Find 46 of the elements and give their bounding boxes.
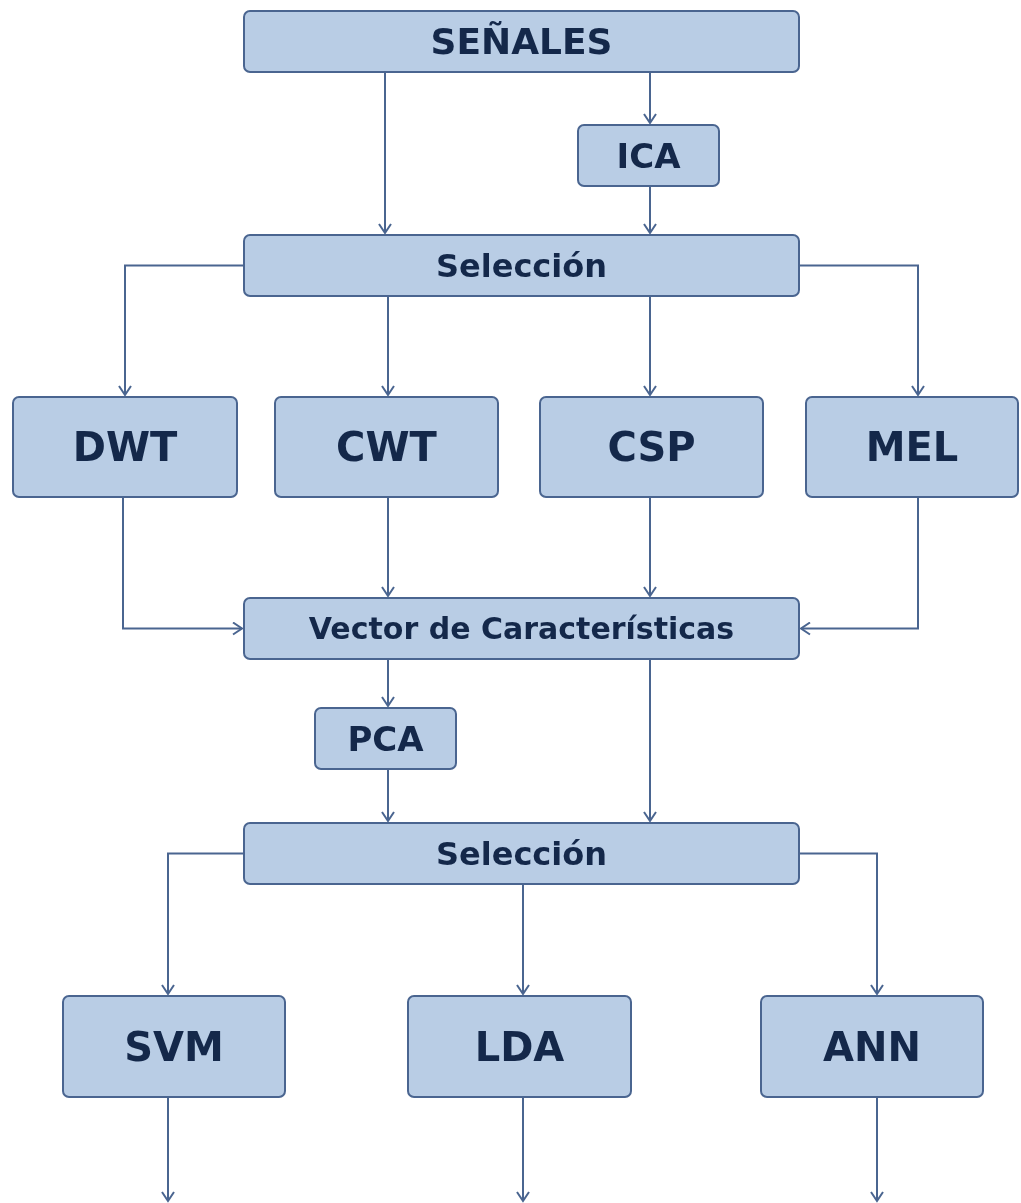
box-label: SEÑALES bbox=[430, 21, 613, 62]
process-box bbox=[243, 10, 800, 73]
arrow bbox=[122, 497, 243, 636]
arrow bbox=[516, 884, 530, 995]
box-label: LDA bbox=[474, 1023, 565, 1070]
arrow bbox=[799, 264, 925, 396]
arrow bbox=[118, 264, 244, 396]
box-label: MEL bbox=[865, 424, 959, 470]
process-box bbox=[407, 995, 632, 1098]
box-label: Selección bbox=[435, 246, 608, 285]
process-box bbox=[274, 396, 499, 498]
process-box bbox=[243, 234, 800, 297]
box-label: ICA bbox=[616, 135, 681, 176]
box-label: CWT bbox=[336, 424, 437, 470]
box-label: SVM bbox=[124, 1023, 224, 1070]
arrow bbox=[870, 1097, 884, 1202]
process-box bbox=[314, 707, 457, 770]
box-label: PCA bbox=[347, 718, 424, 759]
arrow bbox=[381, 659, 395, 707]
process-box bbox=[62, 995, 286, 1098]
arrow bbox=[378, 72, 392, 234]
process-box bbox=[243, 597, 800, 660]
box-label: Selección bbox=[435, 834, 608, 873]
process-box bbox=[243, 822, 800, 885]
box-label: CSP bbox=[607, 424, 696, 470]
process-box bbox=[760, 995, 984, 1098]
arrow bbox=[516, 1097, 530, 1202]
box-label: Vector de Características bbox=[308, 611, 735, 646]
box-label: DWT bbox=[72, 424, 178, 470]
arrow bbox=[161, 1097, 175, 1202]
arrow bbox=[799, 852, 884, 995]
process-box bbox=[805, 396, 1019, 498]
arrow bbox=[643, 497, 657, 597]
process-box bbox=[12, 396, 238, 498]
arrow bbox=[381, 497, 395, 597]
process-box bbox=[577, 124, 720, 187]
process-box bbox=[539, 396, 764, 498]
box-label: ANN bbox=[823, 1023, 921, 1070]
arrow bbox=[643, 186, 657, 234]
arrow bbox=[381, 296, 395, 396]
arrow bbox=[800, 497, 919, 636]
arrow bbox=[381, 769, 395, 822]
arrow bbox=[643, 72, 657, 124]
arrow bbox=[643, 659, 657, 822]
arrow bbox=[643, 296, 657, 396]
arrow bbox=[161, 852, 244, 995]
